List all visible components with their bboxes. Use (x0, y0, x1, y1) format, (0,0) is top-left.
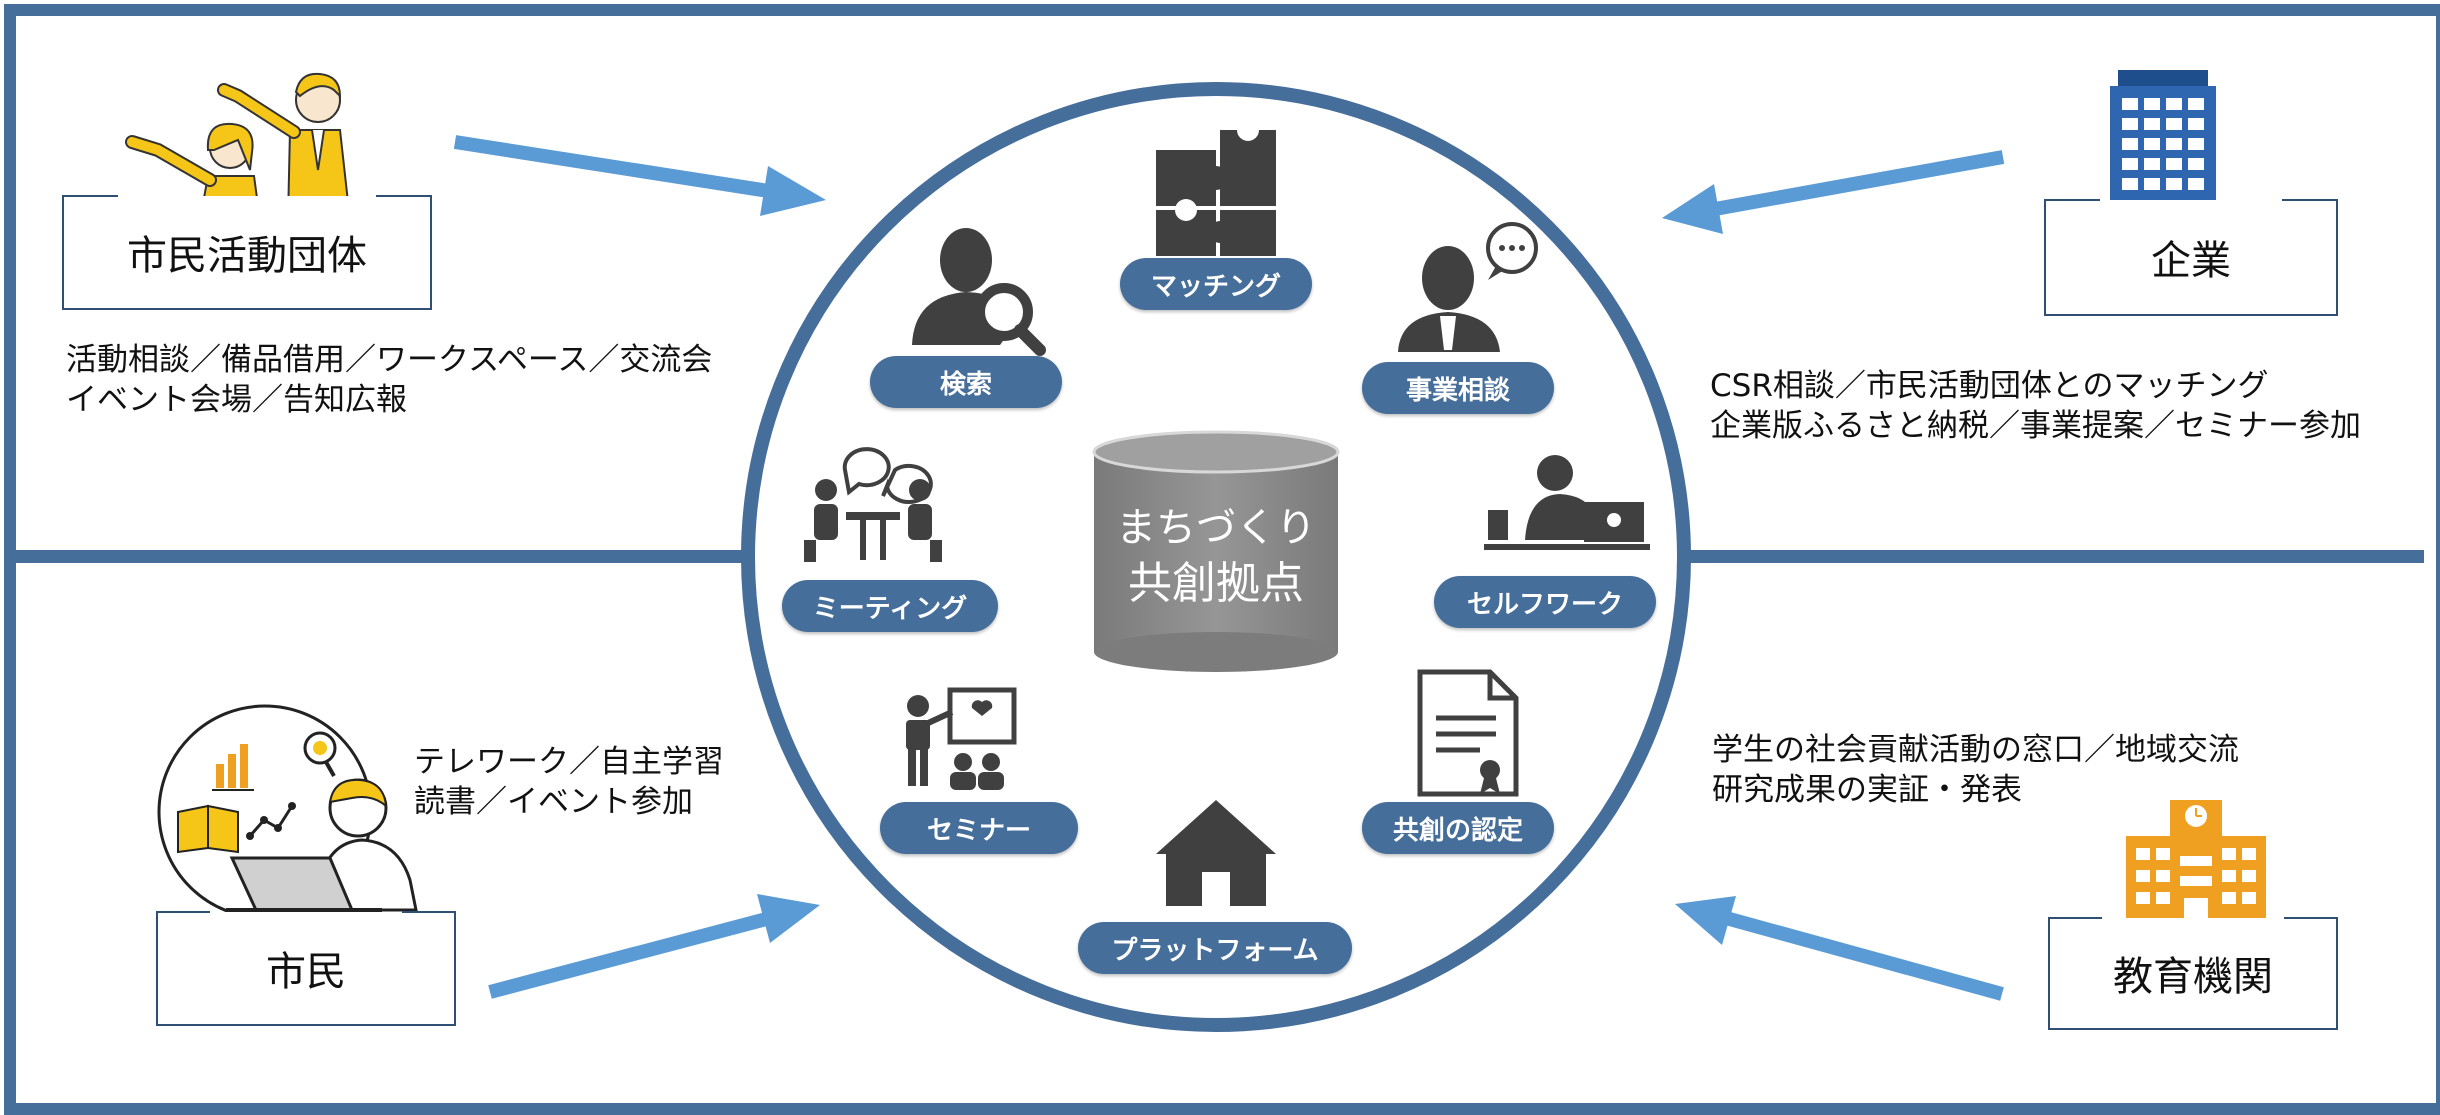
certificate-icon (1417, 669, 1519, 797)
education-title: 教育機関 (2113, 954, 2273, 1000)
arrow-civic-groups (453, 135, 826, 216)
pill-selfwork: セルフワーク (1434, 576, 1656, 628)
education-desc-line1: 学生の社会貢献活動の窓口／地域交流 (1712, 732, 2239, 768)
companies-desc: CSR相談／市民活動団体とのマッチング 企業版ふるさと納税／事業提案／セミナー参… (1710, 366, 2361, 446)
companies-title: 企業 (2151, 238, 2231, 284)
education-desc-line2: 研究成果の実証・発表 (1712, 772, 2022, 808)
pill-platform: プラットフォーム (1078, 922, 1352, 974)
person-magnifier-icon (912, 228, 1046, 356)
label-civic-groups: 市民活動団体 (62, 196, 432, 310)
arrow-companies (1662, 150, 2005, 234)
civic-groups-desc: 活動相談／備品借用／ワークスペース／交流会 イベント会場／告知広報 (66, 340, 712, 420)
hub-title-line2: 共創拠点 (1128, 558, 1304, 609)
meeting-table-icon (804, 447, 942, 562)
label-education: 教育機関 (2048, 918, 2338, 1030)
hub-title-line1: まちづくり (1116, 505, 1316, 551)
laptop-learner-icon (157, 704, 418, 920)
citizens-desc-line2: 読書／イベント参加 (414, 784, 693, 820)
civic-groups-desc-line1: 活動相談／備品借用／ワークスペース／交流会 (66, 342, 713, 378)
pill-seminar: セミナー (880, 802, 1078, 854)
education-desc: 学生の社会貢献活動の窓口／地域交流 研究成果の実証・発表 (1712, 730, 2239, 810)
companies-desc-line2: 企業版ふるさと納税／事業提案／セミナー参加 (1710, 408, 2361, 444)
pill-matching: マッチング (1120, 258, 1312, 310)
citizens-desc-line1: テレワーク／自主学習 (414, 744, 724, 780)
divider-left (16, 550, 756, 563)
cylinder-icon (1092, 430, 1340, 672)
pill-certification: 共創の認定 (1362, 802, 1554, 854)
civic-groups-desc-line2: イベント会場／告知広報 (66, 382, 407, 418)
citizens-title: 市民 (266, 949, 346, 995)
businessman-speech-icon (1398, 222, 1538, 352)
pill-consultation: 事業相談 (1362, 362, 1554, 414)
pill-meeting: ミーティング (782, 580, 998, 632)
arrow-education (1675, 896, 2004, 1001)
companies-desc-line1: CSR相談／市民活動団体とのマッチング (1710, 368, 2269, 404)
label-companies: 企業 (2044, 200, 2338, 316)
hub-title: まちづくり 共創拠点 (1094, 500, 1338, 612)
pill-search: 検索 (870, 356, 1062, 408)
divider-right (1684, 550, 2424, 563)
label-citizens: 市民 (156, 912, 456, 1026)
school-building-icon (2118, 800, 2274, 932)
citizens-desc: テレワーク／自主学習 読書／イベント参加 (414, 742, 724, 822)
laptop-worker-icon (1484, 455, 1650, 550)
house-icon (1156, 800, 1276, 906)
presenter-icon (906, 687, 1017, 790)
civic-groups-title: 市民活動団体 (127, 233, 367, 279)
puzzle-icon (1156, 119, 1276, 256)
arrow-citizens (488, 894, 820, 999)
